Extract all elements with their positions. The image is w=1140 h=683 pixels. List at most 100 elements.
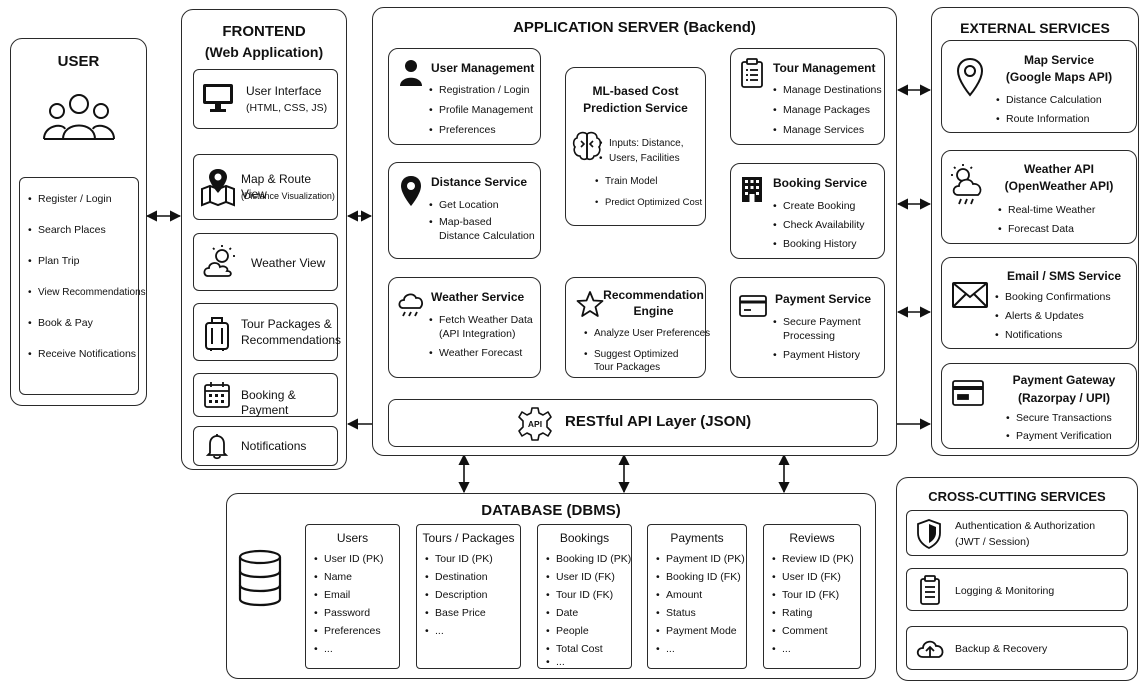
external-services-title: EXTERNAL SERVICES <box>960 20 1110 36</box>
user-action: Register / Login <box>28 192 146 207</box>
db-table-name: Bookings <box>559 531 610 545</box>
db-field: Description <box>425 588 493 603</box>
envelope-icon <box>952 282 988 308</box>
clipboard-icon <box>741 58 763 88</box>
db-field: Base Price <box>425 606 493 621</box>
db-field: ... <box>656 642 745 657</box>
user-action: View Recommendations <box>28 285 146 300</box>
user-action: Book & Pay <box>28 316 146 331</box>
user-management-item: Preferences <box>429 123 533 138</box>
rain-cloud-icon <box>398 293 423 317</box>
fe-item-label: Map & Route View <box>241 172 312 201</box>
db-field: Booking ID (PK) <box>546 552 631 567</box>
recommendation-item-cont: Tour Packages <box>594 362 661 373</box>
weather-api-item: Real-time Weather <box>998 203 1095 218</box>
building-icon <box>742 177 762 202</box>
user-action: Search Places <box>28 223 146 238</box>
db-field: Rating <box>772 606 854 621</box>
db-table-reviews: Reviews Review ID (PK) User ID (FK) Tour… <box>763 524 861 669</box>
email-sms-box: Email / SMS Service Booking Confirmation… <box>941 257 1137 349</box>
user-panel: USER Register / Login Search Places Plan… <box>10 38 147 406</box>
payment-gateway-item: Secure Transactions <box>1006 411 1112 426</box>
db-field: Amount <box>656 588 745 603</box>
user-action: Plan Trip <box>28 254 146 269</box>
fe-item-sub: (Distance Visualization) <box>241 191 335 201</box>
booking-service-item: Create Booking <box>773 199 865 214</box>
db-field: Name <box>314 570 384 585</box>
weather-service-title: Weather Service <box>431 290 525 304</box>
bell-icon <box>205 434 229 460</box>
logging-label: Logging & Monitoring <box>955 585 1055 597</box>
map-service-item: Distance Calculation <box>996 93 1102 108</box>
db-field: Payment ID (PK) <box>656 552 745 567</box>
weather-icon <box>203 245 235 277</box>
user-group-icon <box>43 94 115 140</box>
payment-service-item-cont: Processing <box>783 330 835 342</box>
ml-item: Inputs: Distance, <box>599 136 683 151</box>
db-table-tours: Tours / Packages Tour ID (PK) Destinatio… <box>416 524 521 669</box>
db-field: Status <box>656 606 745 621</box>
star-icon <box>576 291 604 317</box>
db-field: User ID (FK) <box>546 570 631 585</box>
db-table-users: Users User ID (PK) Name Email Password P… <box>305 524 400 669</box>
weather-api-title: Weather API <box>1023 162 1095 176</box>
fe-item-sub: Recommendations <box>241 333 342 347</box>
frontend-subtitle: (Web Application) <box>204 44 324 60</box>
api-layer-label: RESTful API Layer (JSON) <box>565 413 752 430</box>
weather-service-box: Weather Service Fetch Weather Data (API … <box>388 277 541 378</box>
database-icon <box>238 549 282 607</box>
payment-card-icon <box>952 380 984 406</box>
cross-cutting-title: CROSS-CUTTING SERVICES <box>928 489 1106 504</box>
payment-service-box: Payment Service Secure Payment Processin… <box>730 277 885 378</box>
payment-service-item: Payment History <box>773 348 860 363</box>
fe-booking-payment: Booking & Payment <box>193 373 338 417</box>
db-field: Tour ID (FK) <box>772 588 854 603</box>
db-field: Password <box>314 606 384 621</box>
frontend-panel: FRONTEND (Web Application) User Interfac… <box>181 9 347 470</box>
frontend-title: FRONTEND <box>222 23 306 40</box>
payment-gateway-title: Payment Gateway <box>1012 373 1116 387</box>
brain-icon <box>572 131 602 161</box>
fe-item-label: User Interface <box>246 84 322 98</box>
calendar-icon <box>204 382 230 408</box>
db-field: Booking ID (FK) <box>656 570 745 585</box>
db-field: People <box>546 624 631 639</box>
db-table-name: Payments <box>670 531 724 545</box>
weather-storm-icon <box>951 164 982 205</box>
location-pin-icon <box>401 176 421 206</box>
db-field: User ID (FK) <box>772 570 854 585</box>
fe-item-label: Notifications <box>241 439 307 453</box>
db-table-payments: Payments Payment ID (PK) Booking ID (FK)… <box>647 524 747 669</box>
payment-gateway-box: Payment Gateway (Razorpay / UPI) Secure … <box>941 363 1137 449</box>
auth-box: Authentication & Authorization (JWT / Se… <box>906 510 1128 556</box>
fe-item-label: Booking & Payment <box>241 388 296 417</box>
recommendation-title-2: Engine <box>633 304 674 318</box>
db-field: Date <box>546 606 631 621</box>
recommendation-item: Analyze User Preferences <box>584 326 710 341</box>
user-management-item: Registration / Login <box>429 83 533 98</box>
email-sms-title: Email / SMS Service <box>1007 269 1122 283</box>
tour-management-item: Manage Services <box>773 123 882 138</box>
db-field: ... <box>546 657 631 669</box>
fe-item-sub: (HTML, CSS, JS) <box>246 102 328 114</box>
db-field: Total Cost <box>546 642 631 657</box>
fe-user-interface: User Interface (HTML, CSS, JS) <box>193 69 338 129</box>
db-field: Comment <box>772 624 854 639</box>
logging-box: Logging & Monitoring <box>906 568 1128 611</box>
email-sms-item: Alerts & Updates <box>995 309 1111 324</box>
ml-item: Train Model <box>595 174 702 189</box>
tour-management-title: Tour Management <box>773 61 876 75</box>
recommendation-item: Suggest Optimized <box>584 347 710 362</box>
db-field: ... <box>425 624 493 639</box>
booking-service-item: Booking History <box>773 237 865 252</box>
db-field: Preferences <box>314 624 384 639</box>
fe-map-route-view: Map & Route View (Distance Visualization… <box>193 154 338 220</box>
api-layer-box: API RESTful API Layer (JSON) <box>388 399 878 447</box>
fe-weather-view: Weather View <box>193 233 338 291</box>
luggage-icon <box>205 317 229 351</box>
booking-service-title: Booking Service <box>773 176 868 190</box>
map-pin-outline-icon <box>956 57 984 97</box>
recommendation-title: Recommendation <box>603 288 704 302</box>
weather-service-item: Weather Forecast <box>429 346 522 361</box>
email-sms-item: Booking Confirmations <box>995 290 1111 305</box>
